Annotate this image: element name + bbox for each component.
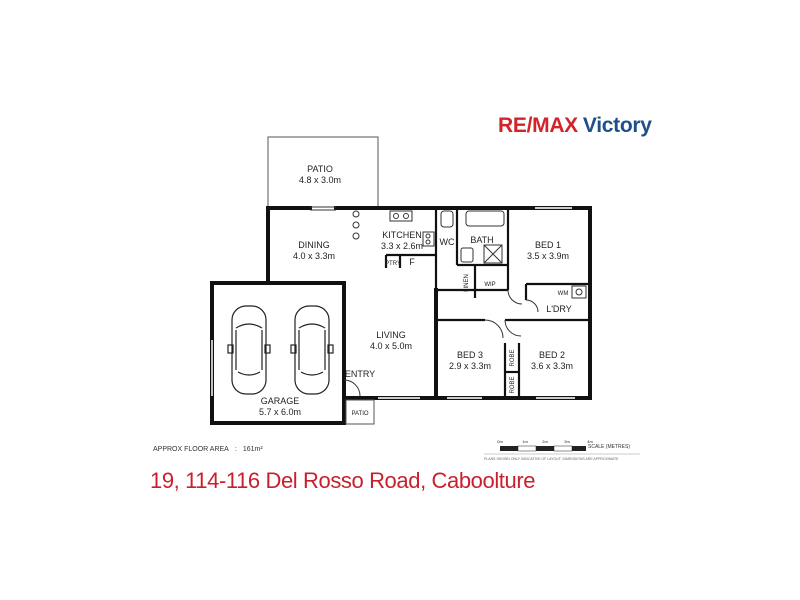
patio-small-outline <box>345 399 375 425</box>
patio-sliding-door <box>310 206 336 211</box>
pantry-name: PTRY <box>385 261 401 267</box>
fridge-name: F <box>409 257 415 267</box>
scale-bar: 0m 1m 2m 3m 4m <box>484 439 640 455</box>
garage-name: GARAGE <box>261 396 300 406</box>
kitchen-fixtures <box>352 210 435 247</box>
room-labels: PATIO 4.8 x 3.0m DINING 4.0 x 3.3m KITCH… <box>259 164 573 417</box>
bath-name: BATH <box>470 235 493 245</box>
floor-area-value: 161m² <box>242 446 263 453</box>
logo-slash: / <box>526 114 533 137</box>
property-address: 19, 114-116 Del Rosso Road, Caboolture <box>150 468 536 493</box>
dining-size: 4.0 x 3.3m <box>293 251 335 261</box>
living-size: 4.0 x 5.0m <box>370 341 412 351</box>
scale-note: PLANS SHOWN ONLY INDICATIVE OF LAYOUT, D… <box>484 457 619 461</box>
interior-walls <box>384 208 590 398</box>
logo-office: Victory <box>582 114 652 137</box>
bed2-size: 3.6 x 3.3m <box>531 361 573 371</box>
scale-tick-1: 1m <box>522 439 528 444</box>
entry-name: ENTRY <box>345 369 375 379</box>
robe-b-name: ROBE <box>510 376 516 393</box>
scale-tick-0: 0m <box>497 439 503 444</box>
wip-name: WIP <box>484 282 495 288</box>
patio-top-name: PATIO <box>307 164 333 174</box>
logo-re: RE <box>498 114 527 137</box>
wc-name: WC <box>440 237 455 247</box>
car-left <box>227 305 271 395</box>
scale-tick-4: 4m <box>587 439 593 444</box>
scale-label: SCALE (METRES) <box>588 444 630 450</box>
laundry-name: L'DRY <box>546 304 572 314</box>
scale-tick-3: 3m <box>564 439 570 444</box>
bathroom-fixtures <box>440 210 587 299</box>
patio-top-size: 4.8 x 3.0m <box>299 175 341 185</box>
patio-small-name: PATIO <box>351 411 368 417</box>
linen-name: LINEN <box>464 274 470 292</box>
bed1-size: 3.5 x 3.9m <box>527 251 569 261</box>
living-name: LIVING <box>376 330 406 340</box>
robe-a-name: ROBE <box>510 349 516 366</box>
car-right <box>290 305 334 395</box>
door-swings <box>343 289 539 397</box>
bed2-name: BED 2 <box>539 350 565 360</box>
scale-tick-2: 2m <box>542 439 548 444</box>
bed1-name: BED 1 <box>535 240 561 250</box>
floor-area: APPROX FLOOR AREA:161m² <box>153 446 269 453</box>
bed3-size: 2.9 x 3.3m <box>449 361 491 371</box>
dining-name: DINING <box>298 240 330 250</box>
floor-area-separator: : <box>234 446 237 453</box>
logo-max: MAX <box>532 114 578 137</box>
bed3-name: BED 3 <box>457 350 483 360</box>
kitchen-name: KITCHEN <box>382 230 422 240</box>
kitchen-size: 3.3 x 2.6m <box>381 241 423 251</box>
garage-size: 5.7 x 6.0m <box>259 407 301 417</box>
wm-name: WM <box>558 291 569 297</box>
floor-area-label: APPROX FLOOR AREA <box>153 446 229 453</box>
